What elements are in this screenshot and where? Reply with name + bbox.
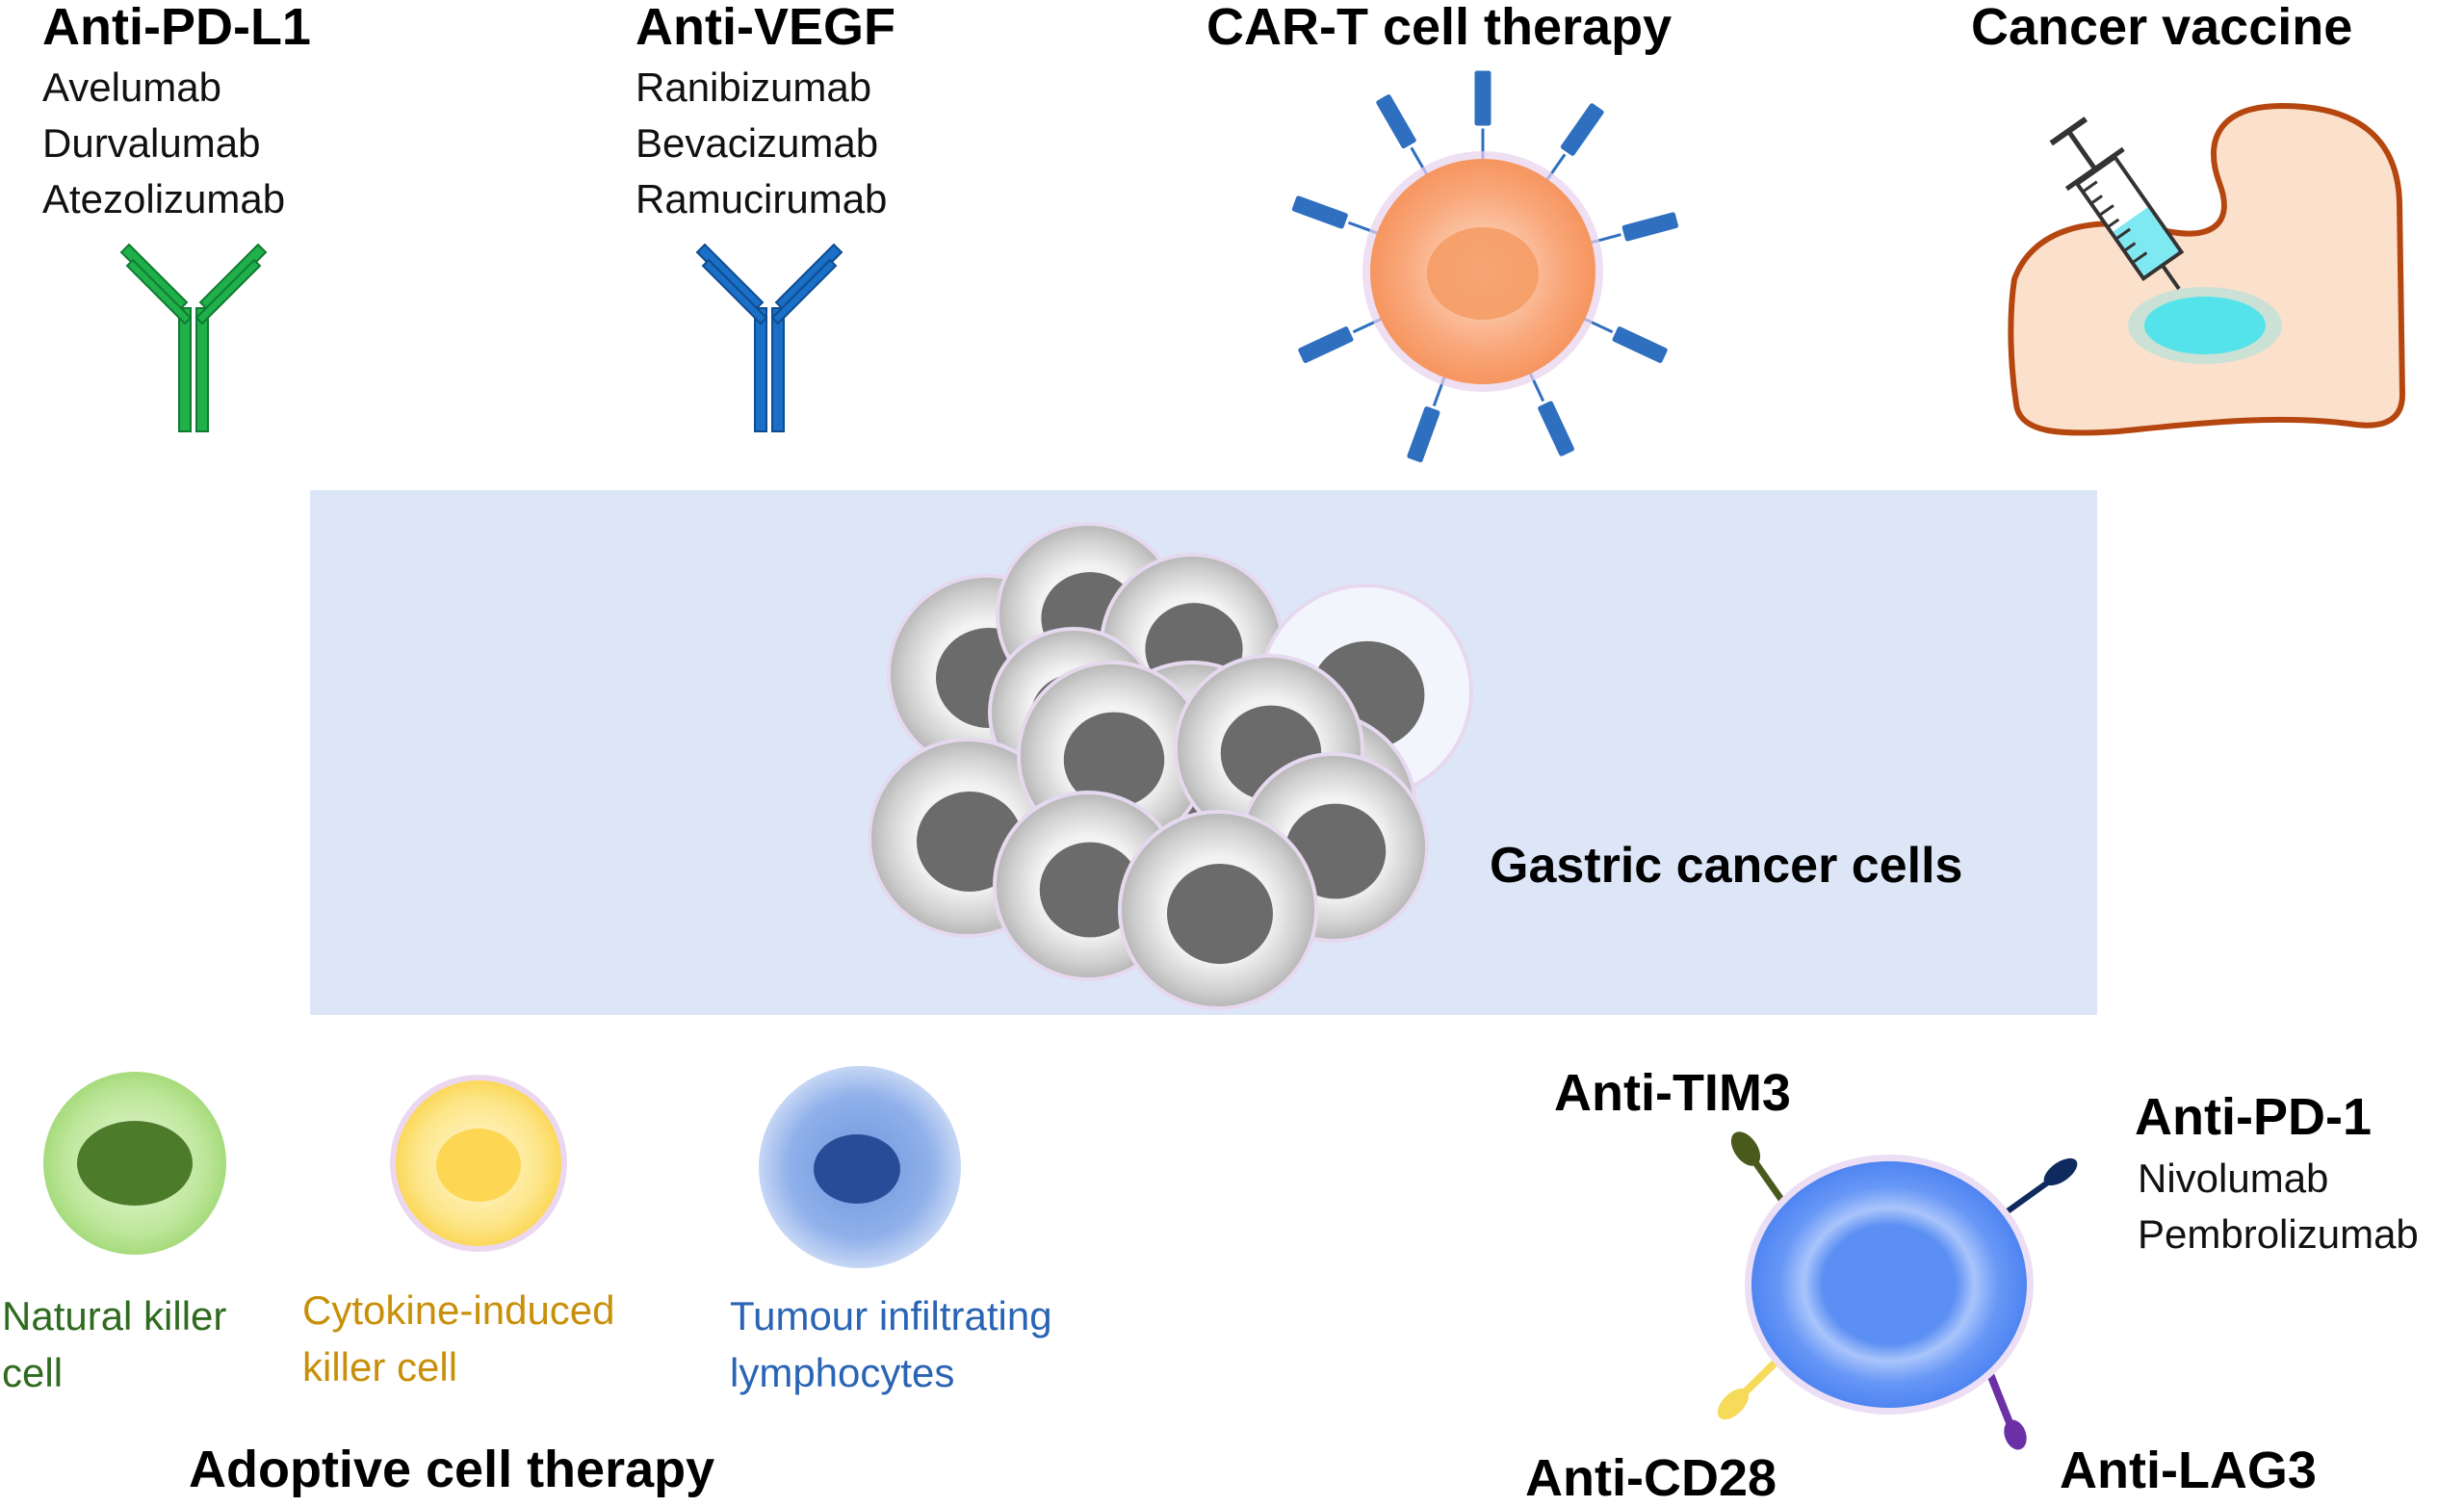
car-receptor-head	[1471, 67, 1494, 129]
anti-pd1-title: Anti-PD-1	[2135, 1088, 2372, 1146]
anti-cd28-label: Anti-CD28	[1525, 1449, 1777, 1507]
label-line: killer cell	[302, 1343, 458, 1390]
antibody-icon	[695, 243, 843, 432]
label-line: cell	[2, 1349, 64, 1395]
car-receptor-head	[1535, 398, 1577, 459]
cancer-vaccine-title: Cancer vaccine	[1971, 0, 2353, 56]
adoptive-title: Adoptive cell therapy	[189, 1441, 715, 1498]
anti-vegf-title: Anti-VEGF	[635, 0, 895, 56]
tumor-label: Gastric cancer cells	[1490, 838, 1963, 894]
cancer-cell-nucleus	[1063, 712, 1165, 808]
car-receptor-head	[1557, 100, 1607, 159]
car-t-cell-icon	[1288, 67, 1682, 466]
cancer-cell-nucleus	[1039, 842, 1141, 938]
antibody-icon	[119, 243, 268, 432]
car-receptor-head	[1373, 91, 1419, 152]
car-receptor-head	[1619, 209, 1682, 245]
til-cell-icon	[759, 1066, 961, 1268]
drug-name: Nivolumab	[2138, 1156, 2329, 1201]
til-cell-label: Tumour infiltrating lymphocytes	[730, 1288, 1052, 1402]
anti-vegf-drug-list: Ranibizumab Bevacizumab Ramucirumab	[635, 60, 887, 227]
drug-name: Pembrolizumab	[2138, 1210, 2419, 1257]
drug-name: Ranibizumab	[635, 65, 872, 110]
cik-cell-label: Cytokine-induced killer cell	[302, 1283, 615, 1396]
anti-pd1-drug-list: Nivolumab Pembrolizumab	[2138, 1151, 2419, 1262]
t-cell-icon	[1717, 1131, 2078, 1450]
arm-icon	[2008, 102, 2406, 436]
tumor-cell-cluster-icon	[868, 522, 1473, 1010]
car-receptor-head	[1288, 193, 1351, 232]
car-receptor-head	[1404, 403, 1443, 466]
label-line: Natural killer	[2, 1293, 227, 1338]
anti-pdl1-title: Anti-PD-L1	[42, 0, 311, 56]
nk-cell-icon	[43, 1072, 226, 1255]
syringe-icon	[2049, 117, 2185, 291]
cancer-cell-nucleus	[1167, 864, 1273, 964]
anti-pdl1-drug-list: Avelumab Durvalumab Atezolizumab	[42, 60, 285, 227]
drug-name: Avelumab	[42, 65, 222, 110]
drug-name: Ramucirumab	[635, 175, 888, 221]
anti-lag3-label: Anti-LAG3	[2060, 1442, 2317, 1499]
label-line: Tumour infiltrating	[730, 1293, 1052, 1338]
drug-name: Durvalumab	[42, 119, 261, 166]
drug-name: Bevacizumab	[635, 119, 879, 166]
anti-tim3-label: Anti-TIM3	[1554, 1064, 1791, 1122]
label-line: lymphocytes	[730, 1349, 955, 1395]
car-receptor-head	[1295, 324, 1357, 366]
drug-name: Atezolizumab	[42, 175, 286, 221]
car-receptor-head	[1609, 324, 1671, 366]
car-t-title: CAR-T cell therapy	[1206, 0, 1673, 56]
label-line: Cytokine-induced	[302, 1287, 615, 1333]
nk-cell-label: Natural killer cell	[2, 1288, 226, 1402]
cik-cell-icon	[390, 1075, 567, 1252]
